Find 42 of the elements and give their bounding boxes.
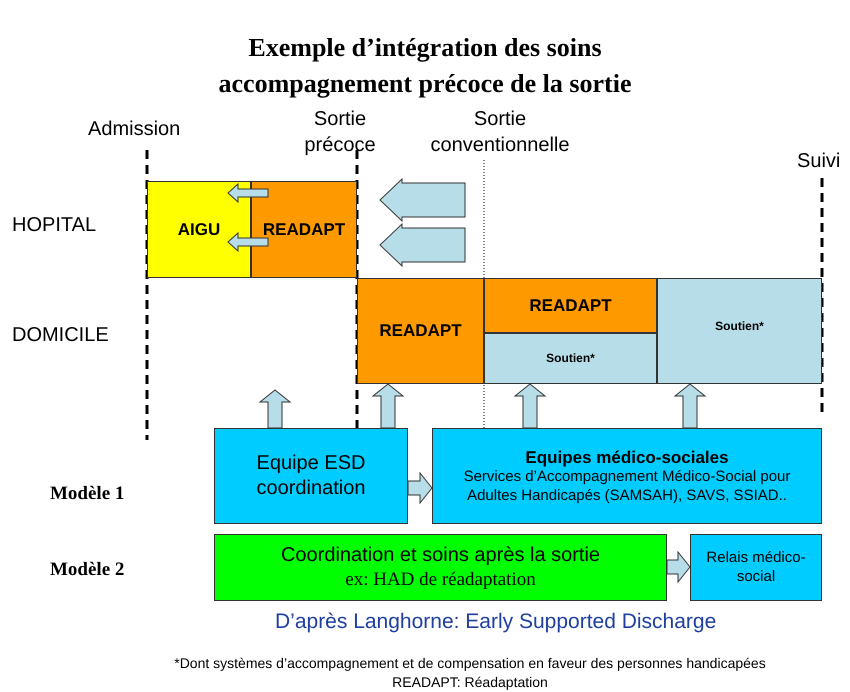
title: Exemple d’intégration des soins accompagnement précoce de la sortie <box>218 32 632 100</box>
phase-box <box>484 278 657 333</box>
model-box <box>214 534 667 601</box>
block-arrow <box>666 550 691 584</box>
box-heading: Equipe ESD coordination <box>256 451 366 501</box>
phase-box <box>357 278 484 384</box>
timeline-label: Sortie conventionnelle <box>430 107 570 158</box>
block-arrow <box>372 383 404 428</box>
source-note: D’après Langhorne: Early Supported Discharge <box>275 609 716 635</box>
box-heading: READAPT <box>529 294 612 316</box>
phase-box <box>484 333 657 384</box>
phase-box <box>147 181 251 278</box>
relay-box <box>690 534 822 601</box>
team-box <box>432 428 822 524</box>
team-box <box>214 428 408 524</box>
box-heading: Relais médico-social <box>705 548 807 586</box>
box-text: ex: HAD de réadaptation <box>345 568 536 592</box>
block-arrow <box>227 182 268 204</box>
block-arrow <box>674 383 706 428</box>
timeline-label: Suivi <box>797 149 840 174</box>
box-heading: Coordination et soins après la sortie <box>280 543 600 568</box>
block-arrow <box>514 383 546 428</box>
footnote: *Dont systèmes d’accompagnement et de compensation en faveur des personnes handicapées <box>173 654 767 672</box>
timeline-label: Sortie précoce <box>303 107 377 158</box>
box-heading: Soutien* <box>715 319 764 334</box>
phase-box <box>251 181 357 278</box>
model-label: Modèle 2 <box>50 558 124 582</box>
box-text: Services d’Accompagnement Médico-Social pour Adultes Handicapés (SAMSAH), SAVS, SSIAD.. <box>462 468 792 506</box>
timeline-label: Admission <box>88 117 180 142</box>
box-heading: Soutien* <box>546 351 595 366</box>
block-arrow <box>408 472 433 504</box>
box-heading: Equipes médico-sociales <box>525 446 729 468</box>
footnote: READAPT: Réadaptation <box>391 673 549 692</box>
box-heading: READAPT <box>262 218 346 240</box>
block-arrow <box>227 232 268 252</box>
row-label: DOMICILE <box>12 323 109 348</box>
phase-box <box>657 278 822 384</box>
model-label: Modèle 1 <box>50 482 124 506</box>
box-heading: AIGU <box>178 218 220 240</box>
box-heading: READAPT <box>379 320 462 342</box>
block-arrow <box>258 389 292 428</box>
row-label: HOPITAL <box>12 213 96 238</box>
